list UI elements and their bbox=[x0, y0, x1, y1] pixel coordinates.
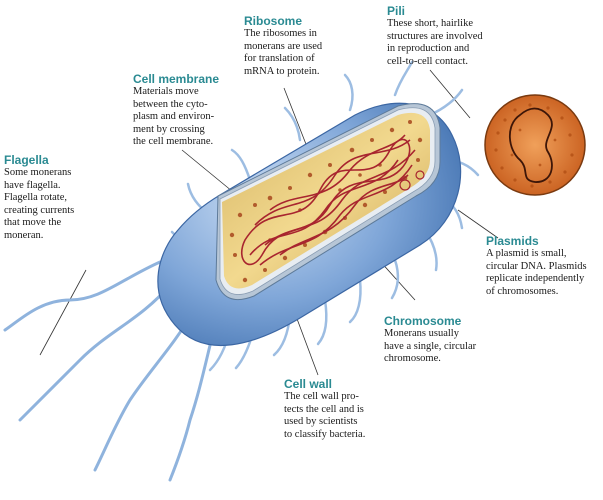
cytoplasm bbox=[222, 112, 430, 289]
label-ribosome-desc: The ribosomes in monerans are used for t… bbox=[244, 28, 323, 77]
label-ribosome: Ribosome The ribosomes in monerans are u… bbox=[244, 14, 322, 78]
label-cell-membrane-title: Cell membrane bbox=[133, 72, 220, 86]
flagella bbox=[3, 260, 217, 482]
label-chromosome: Chromosome Monerans usually have a singl… bbox=[384, 314, 476, 366]
plasmids-in-cell bbox=[399, 170, 425, 191]
plasmid-micrograph bbox=[484, 94, 586, 196]
label-flagella: Flagella Some monerans have flagella. Fl… bbox=[4, 153, 74, 243]
label-pili-title: Pili bbox=[387, 4, 406, 18]
label-flagella-desc: Some monerans have flagella. Flagella ro… bbox=[4, 167, 75, 241]
label-plasmids-title: Plasmids bbox=[486, 234, 539, 248]
label-plasmids: Plasmids A plasmid is small, circular DN… bbox=[486, 234, 587, 298]
label-cell-wall-title: Cell wall bbox=[284, 377, 333, 391]
label-cell-membrane-desc: Materials move between the cyto- plasm a… bbox=[133, 86, 215, 148]
label-chromosome-desc: Monerans usually have a single, circular… bbox=[384, 328, 477, 365]
label-pili: Pili These short, hairlike structures ar… bbox=[387, 4, 483, 68]
label-ribosome-title: Ribosome bbox=[244, 14, 303, 28]
label-plasmids-desc: A plasmid is small, circular DNA. Plasmi… bbox=[486, 248, 587, 297]
label-chromosome-title: Chromosome bbox=[384, 314, 462, 328]
label-pili-desc: These short, hairlike structures are inv… bbox=[387, 18, 483, 67]
chromosome bbox=[240, 134, 416, 266]
label-flagella-title: Flagella bbox=[4, 153, 49, 167]
label-cell-wall: Cell wall The cell wall pro- tects the c… bbox=[284, 377, 365, 441]
label-cell-wall-desc: The cell wall pro- tects the cell and is… bbox=[284, 391, 366, 440]
label-cell-membrane: Cell membrane Materials move between the… bbox=[133, 72, 219, 149]
